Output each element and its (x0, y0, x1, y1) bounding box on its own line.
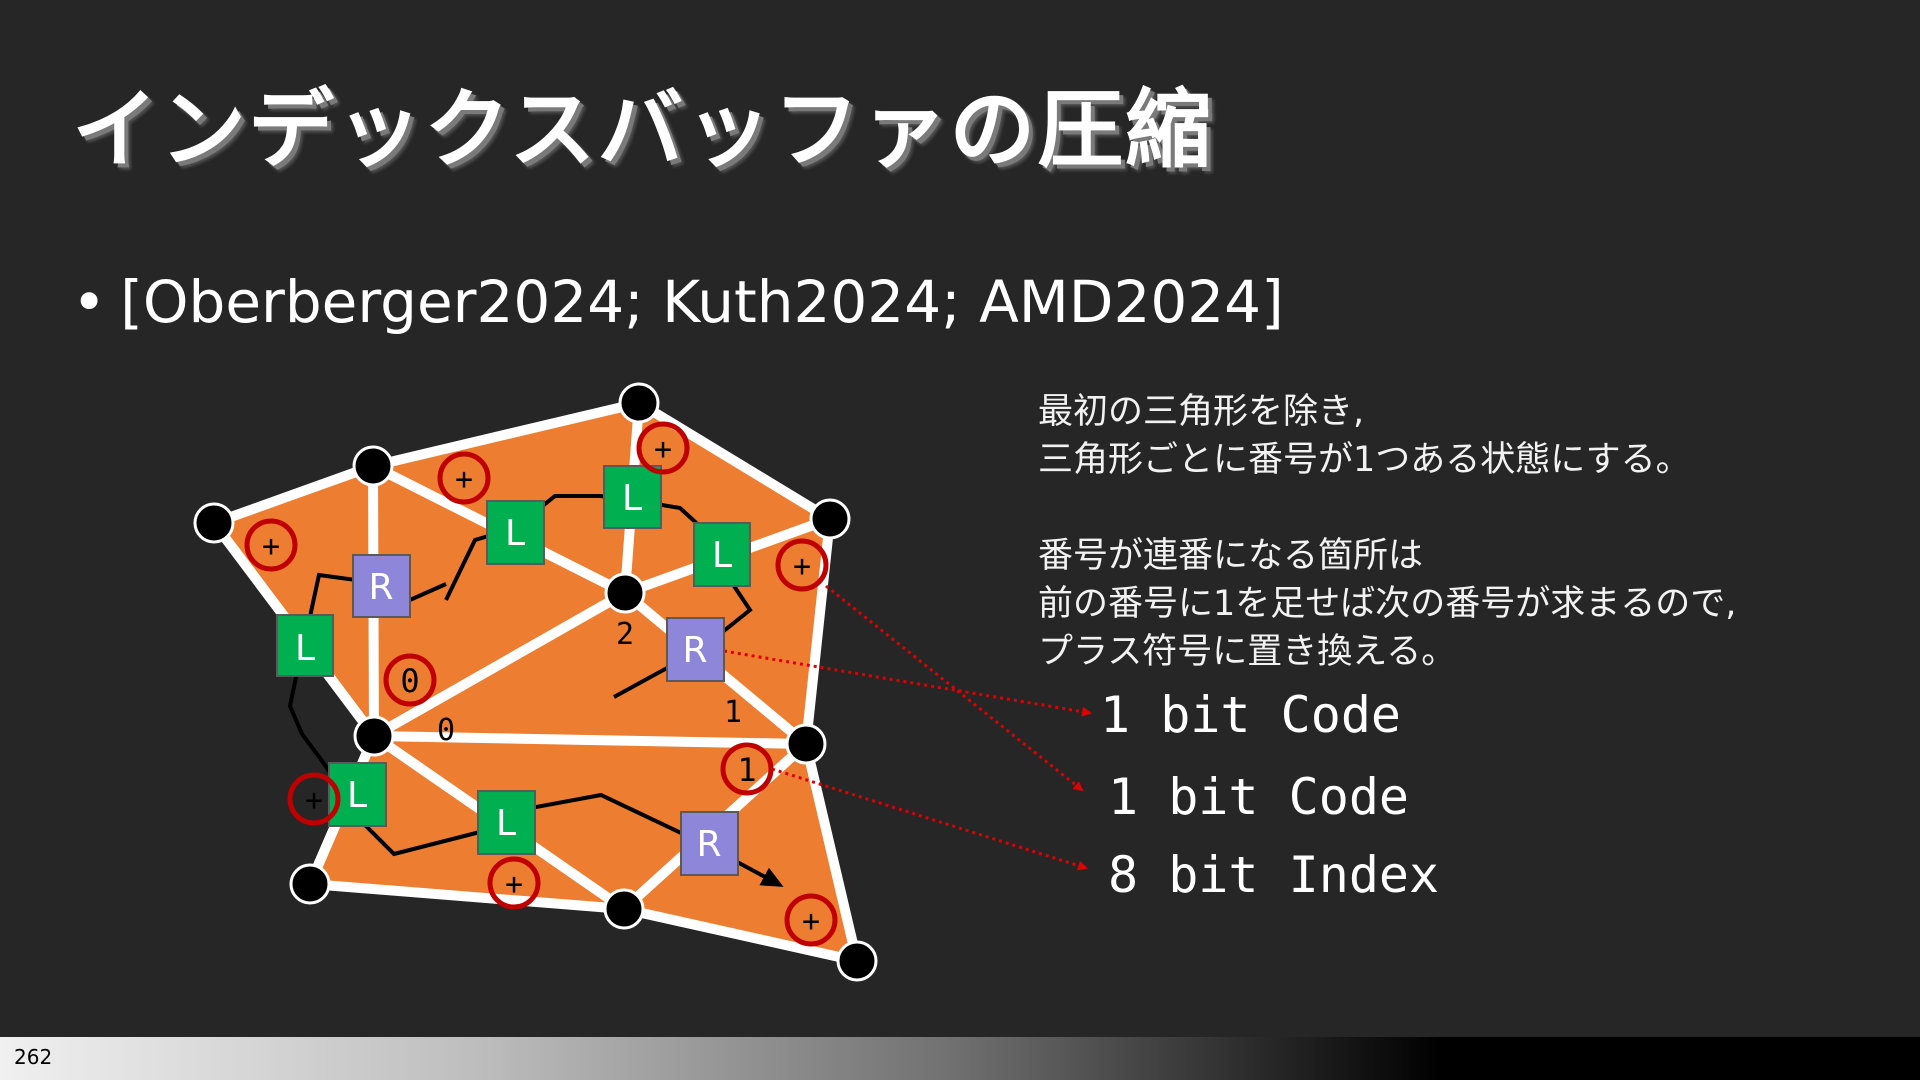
svg-text:1: 1 (737, 751, 756, 789)
right-box: R (666, 617, 725, 682)
svg-text:+: + (305, 783, 323, 818)
svg-text:+: + (505, 867, 523, 902)
reference-text: [Oberberger2024; Kuth2024; AMD2024] (120, 268, 1284, 336)
svg-text:L: L (496, 803, 516, 844)
svg-text:L: L (347, 775, 367, 816)
footer-bar: 262 (0, 1037, 1920, 1080)
right-box: R (680, 811, 739, 876)
arrow-r-to-code (723, 649, 1092, 717)
vertex-number: 2 (616, 617, 634, 652)
plus-marker: + (775, 538, 829, 592)
index-marker: 0 (383, 653, 437, 707)
svg-text:L: L (295, 628, 315, 669)
svg-text:+: + (262, 529, 280, 564)
left-box: L (477, 790, 536, 855)
left-box: L (603, 465, 662, 529)
svg-text:R: R (696, 824, 721, 865)
svg-text:R: R (368, 567, 393, 608)
plus-marker: + (487, 856, 541, 910)
code-label-3: 8 bit Index (1108, 846, 1440, 904)
left-box: L (486, 500, 545, 565)
code-label-2: 1 bit Code (1108, 768, 1410, 826)
index-marker: 1 (720, 742, 774, 796)
explanation-text: 最初の三角形を除き, 三角形ごとに番号が1つある状態にする。 番号が連番になる箇… (1038, 392, 1737, 672)
plus-marker: + (636, 421, 690, 475)
code-label-1: 1 bit Code (1100, 686, 1402, 744)
plus-marker: + (437, 451, 491, 505)
plus-marker: + (244, 518, 298, 572)
vertex-number: 1 (724, 695, 742, 730)
arrow-index-to-code (771, 767, 1088, 871)
slide-title: インデックスバッファの圧縮 (72, 80, 1214, 180)
arrow-plus-to-code (825, 584, 1084, 792)
reference-bullet: •[Oberberger2024; Kuth2024; AMD2024] (72, 268, 1284, 336)
svg-text:+: + (455, 462, 473, 497)
svg-text:R: R (682, 630, 707, 671)
left-box: L (693, 522, 751, 587)
right-box: R (352, 554, 411, 618)
page-number: 262 (14, 1045, 53, 1069)
svg-text:+: + (802, 904, 820, 939)
vertex-number: 0 (437, 713, 455, 748)
svg-text:L: L (712, 535, 732, 576)
left-box: L (276, 614, 334, 677)
svg-text:+: + (654, 432, 672, 467)
bullet-dot: • (72, 268, 107, 336)
svg-text:0: 0 (400, 662, 419, 700)
mesh-vertices (193, 382, 878, 982)
svg-text:L: L (622, 478, 642, 519)
plus-marker: + (784, 893, 838, 947)
svg-text:+: + (793, 549, 811, 584)
svg-text:L: L (505, 513, 525, 554)
plus-marker: + (287, 772, 341, 826)
